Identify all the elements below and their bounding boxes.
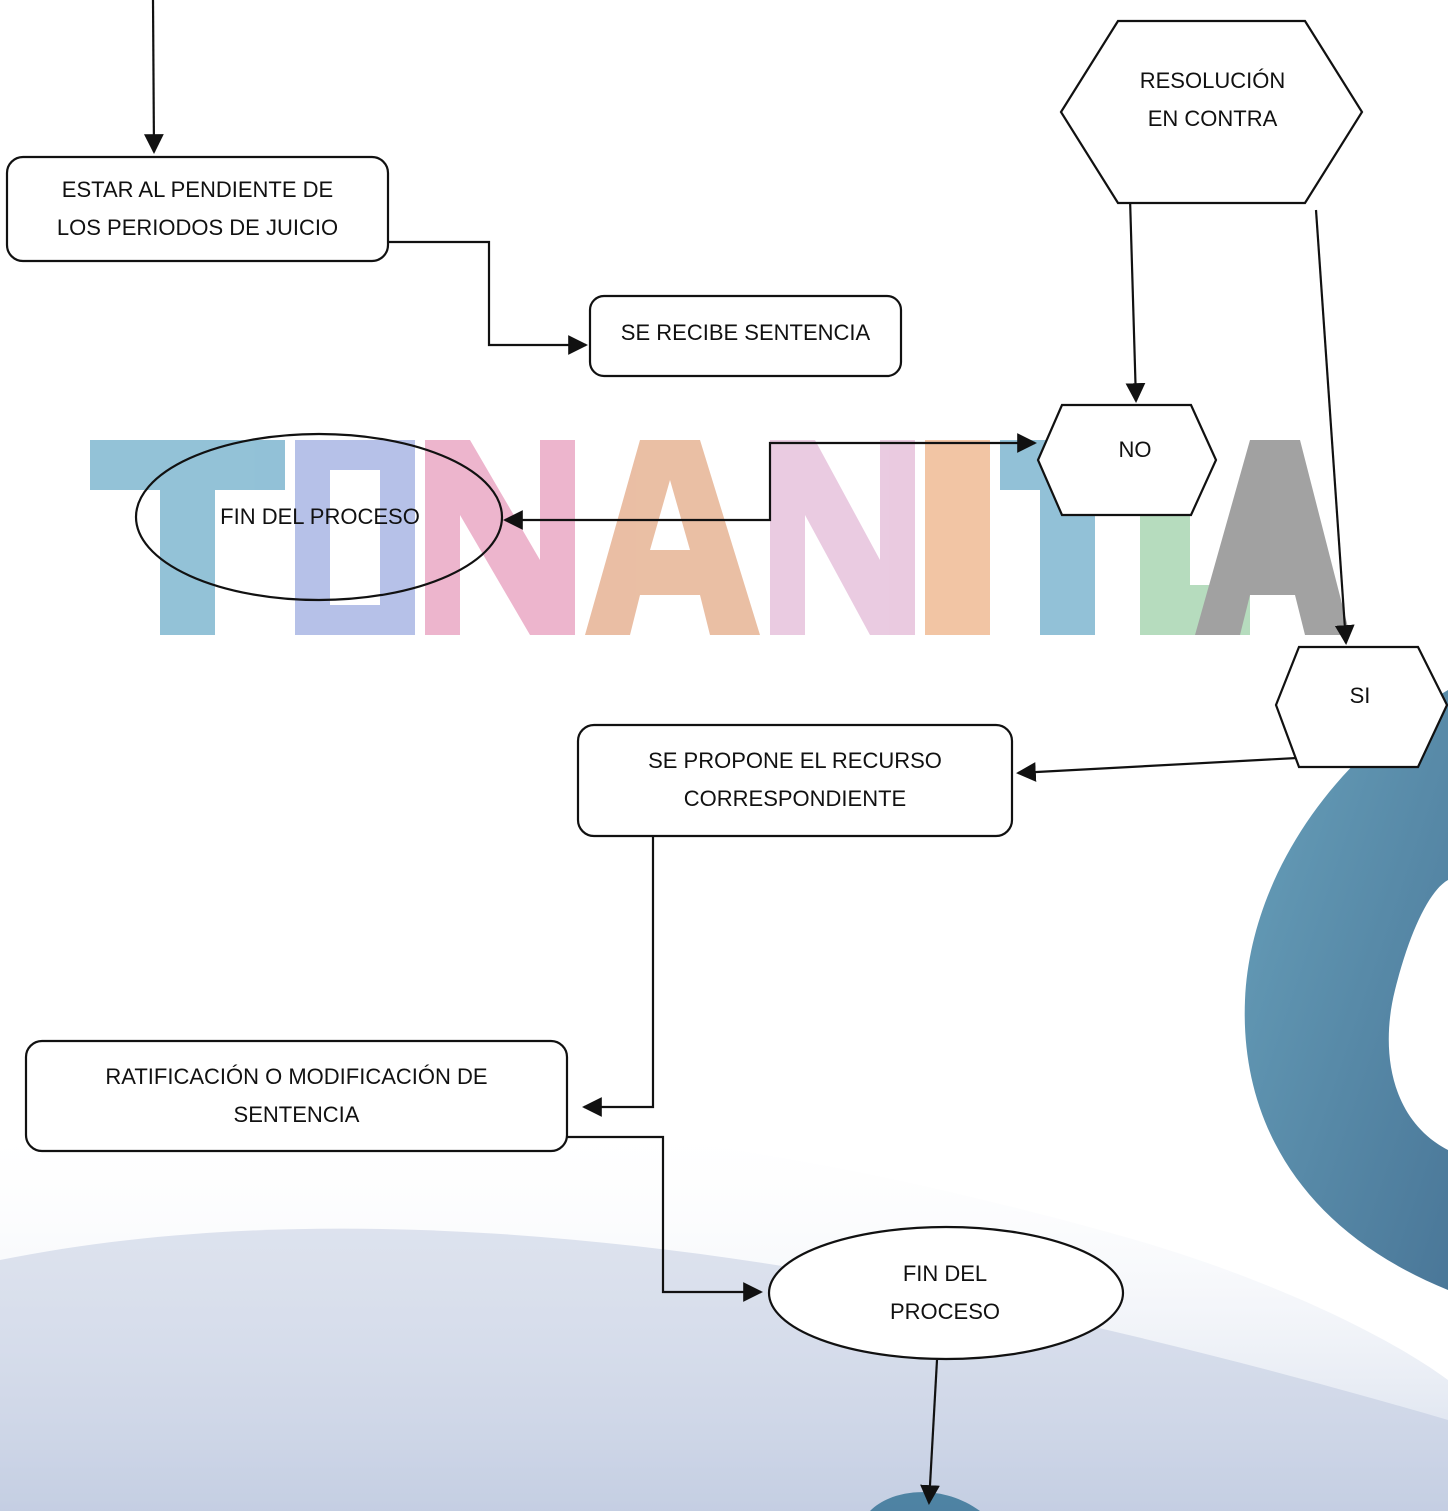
- node-no-hexagon[interactable]: [1036, 403, 1218, 517]
- node-recibe-box[interactable]: [588, 294, 903, 378]
- watermark-letter-t: [90, 440, 285, 635]
- node-recibe-label: SE RECIBE SENTENCIA: [590, 296, 901, 370]
- watermark-letter-a: [585, 440, 760, 635]
- watermark-letter-n: [425, 440, 575, 635]
- connector-top-to-estar: [143, 0, 164, 154]
- watermark-letter-a-2: [1195, 440, 1350, 635]
- background-wave: [0, 1115, 1448, 1511]
- node-resolucion-line2: EN CONTRA: [1147, 106, 1278, 131]
- node-ratificacion-label: RATIFICACIÓN O MODIFICACIÓN DE SENTENCIA: [26, 1056, 567, 1136]
- background-decoration: [0, 690, 1448, 1511]
- node-no-label: NO: [1060, 430, 1210, 470]
- node-fin2-line2: PROCESO: [889, 1299, 1001, 1324]
- connector-ratificacion-to-fin2: [567, 1135, 763, 1302]
- connector-fin2-to-bottom: [920, 1359, 940, 1505]
- node-ratificacion-line2: SENTENCIA: [233, 1102, 360, 1127]
- node-fin2-ellipse[interactable]: [767, 1225, 1125, 1361]
- connector-resolucion-to-no: [1125, 197, 1146, 403]
- logo-swoosh: [1244, 690, 1448, 1290]
- node-propone-line2: CORRESPONDIENTE: [683, 786, 907, 811]
- node-estar-box[interactable]: [5, 155, 390, 263]
- node-fin1-text: FIN DEL PROCESO: [220, 504, 420, 529]
- watermark-letter-n-2: [770, 440, 915, 635]
- node-propone-label: SE PROPONE EL RECURSO CORRESPONDIENTE: [578, 740, 1012, 820]
- node-si-label: SI: [1300, 676, 1420, 716]
- node-fin2-line1: FIN DEL: [902, 1261, 988, 1286]
- connectors: [143, 0, 1355, 1505]
- connector-estar-to-recibe: [388, 240, 588, 355]
- node-si-hexagon[interactable]: [1274, 645, 1448, 769]
- node-no-text: NO: [1118, 437, 1152, 462]
- node-recibe-text: SE RECIBE SENTENCIA: [620, 320, 871, 345]
- node-si-text: SI: [1349, 683, 1371, 708]
- node-estar-line2: LOS PERIODOS DE JUICIO: [56, 215, 339, 240]
- connector-no-fin1: [503, 433, 1037, 530]
- node-estar-label: ESTAR AL PENDIENTE DE LOS PERIODOS DE JU…: [7, 157, 388, 261]
- node-resolucion-hexagon[interactable]: [1059, 19, 1364, 205]
- watermark-letter-o: [295, 440, 415, 635]
- node-fin1-ellipse[interactable]: [134, 432, 504, 602]
- node-propone-line1: SE PROPONE EL RECURSO: [648, 748, 942, 773]
- node-ratificacion-box[interactable]: [24, 1039, 569, 1153]
- connector-propone-to-ratificacion: [582, 837, 655, 1117]
- shapes: [5, 19, 1448, 1361]
- node-resolucion-line1: RESOLUCIÓN: [1139, 68, 1286, 93]
- node-estar-line1: ESTAR AL PENDIENTE DE: [61, 177, 334, 202]
- connector-resolucion-to-si: [1314, 209, 1355, 645]
- node-ratificacion-line1: RATIFICACIÓN O MODIFICACIÓN DE: [105, 1064, 488, 1089]
- background-wave-2: [0, 1228, 1448, 1511]
- node-fin1-label: FIN DEL PROCESO: [150, 497, 490, 537]
- watermark-letter-i: [925, 440, 990, 635]
- node-resolucion-label: RESOLUCIÓN EN CONTRA: [1080, 60, 1345, 140]
- connector-si-to-propone: [1016, 756, 1298, 782]
- node-fin2-label: FIN DEL PROCESO: [800, 1253, 1090, 1333]
- node-propone-box[interactable]: [576, 723, 1014, 838]
